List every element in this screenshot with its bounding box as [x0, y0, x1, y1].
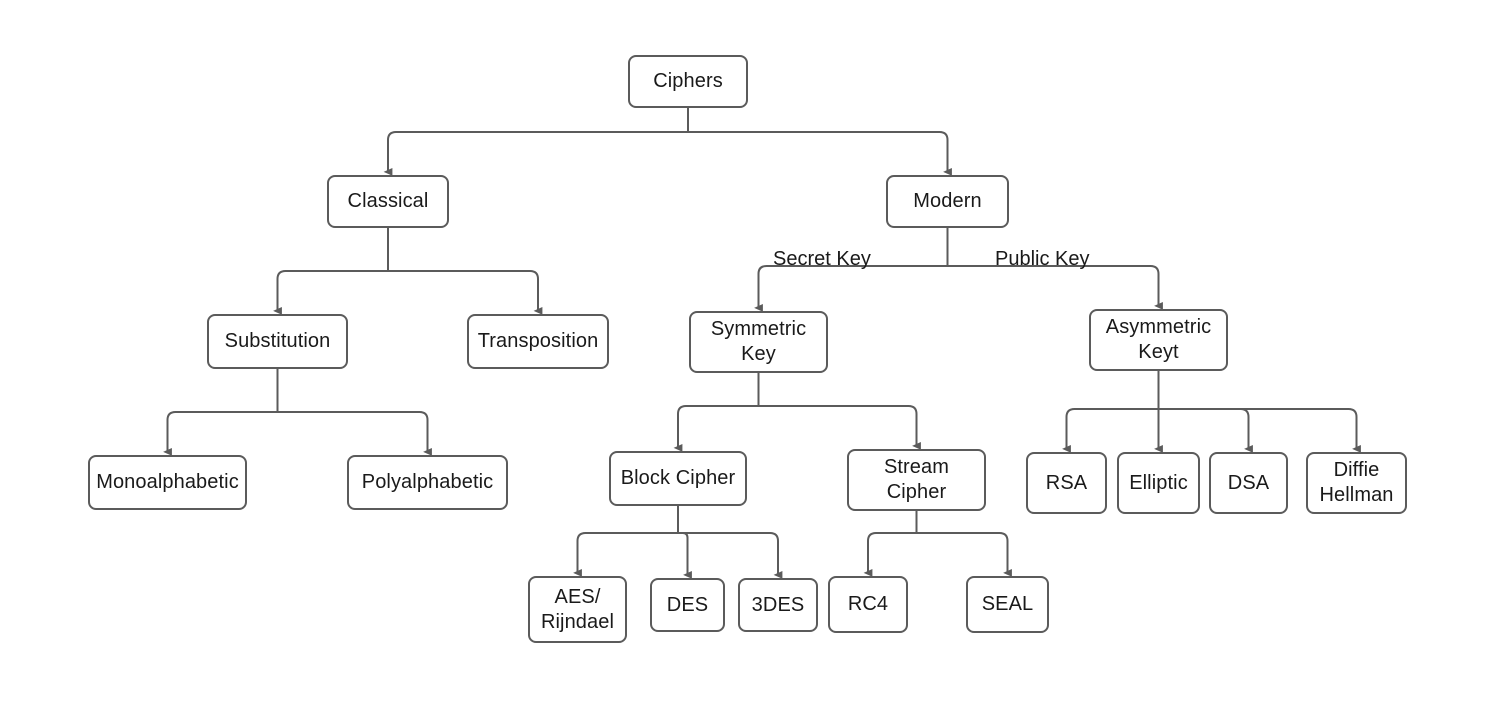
connector	[573, 532, 679, 577]
node-block[interactable]: Block Cipher	[609, 451, 747, 506]
node-diffie[interactable]: Diffie Hellman	[1306, 452, 1407, 514]
connector	[757, 405, 921, 450]
connector	[687, 131, 952, 176]
node-stream[interactable]: Stream Cipher	[847, 449, 986, 511]
node-aes[interactable]: AES/ Rijndael	[528, 576, 627, 643]
connector	[673, 405, 760, 452]
node-symmetric[interactable]: Symmetric Key	[689, 311, 828, 373]
edge-label-secret-key: Secret Key	[773, 248, 871, 270]
connector	[677, 532, 783, 579]
connector	[946, 265, 1163, 310]
connector	[273, 270, 389, 315]
connector	[677, 532, 692, 579]
node-polyalphabetic[interactable]: Polyalphabetic	[347, 455, 508, 510]
connector	[754, 265, 949, 312]
connector	[863, 532, 918, 577]
connector	[1157, 408, 1253, 453]
node-elliptic[interactable]: Elliptic	[1117, 452, 1200, 514]
node-ciphers[interactable]: Ciphers	[628, 55, 748, 108]
node-dsa[interactable]: DSA	[1209, 452, 1288, 514]
node-substitution[interactable]: Substitution	[207, 314, 348, 369]
node-monoalphabetic[interactable]: Monoalphabetic	[88, 455, 247, 510]
connector	[1157, 408, 1361, 453]
connector	[387, 270, 543, 315]
node-transposition[interactable]: Transposition	[467, 314, 609, 369]
connector	[1062, 408, 1160, 453]
node-seal[interactable]: SEAL	[966, 576, 1049, 633]
node-rsa[interactable]: RSA	[1026, 452, 1107, 514]
node-des[interactable]: DES	[650, 578, 725, 632]
node-classical[interactable]: Classical	[327, 175, 449, 228]
connector	[383, 131, 689, 176]
edge-label-public-key: Public Key	[995, 248, 1090, 270]
node-modern[interactable]: Modern	[886, 175, 1009, 228]
connector	[915, 532, 1012, 577]
node-tdes[interactable]: 3DES	[738, 578, 818, 632]
connector	[276, 411, 432, 456]
node-asymmetric[interactable]: Asymmetric Keyt	[1089, 309, 1228, 371]
node-rc4[interactable]: RC4	[828, 576, 908, 633]
connector	[163, 411, 279, 456]
